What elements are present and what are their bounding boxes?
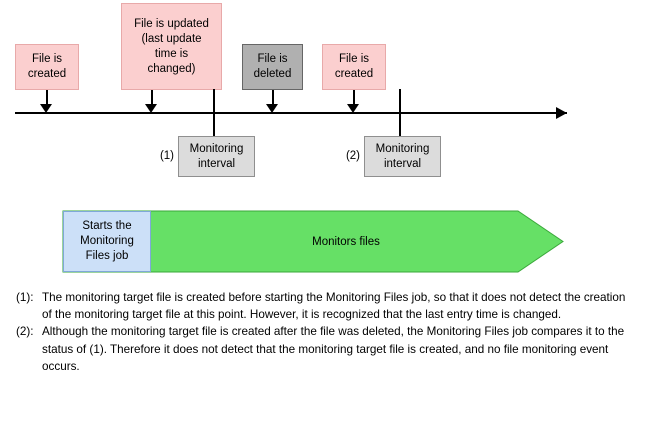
drop-arrow-head-file-deleted — [266, 104, 278, 113]
event-box-file-deleted: File is deleted — [242, 44, 303, 90]
interval-box-1: Monitoring interval — [178, 136, 255, 177]
event-box-file-created-2: File is created — [322, 44, 386, 90]
event-box-file-created-1: File is created — [15, 44, 79, 90]
footnotes: (1): The monitoring target file is creat… — [16, 289, 632, 375]
time-axis-arrowhead — [556, 107, 567, 119]
banner-start-block: Starts the Monitoring Files job — [63, 211, 151, 272]
drop-arrow-stem-file-created-1 — [46, 90, 48, 107]
interval-ref-2: (2) — [345, 150, 360, 162]
drop-arrow-stem-file-deleted — [272, 90, 274, 107]
event-box-file-updated: File is updated (last update time is cha… — [121, 3, 222, 90]
drop-arrow-stem-file-updated — [151, 90, 153, 107]
drop-arrow-stem-file-created-2 — [353, 90, 355, 107]
footnote-2-tag: (2): — [16, 325, 34, 339]
footnote-2-text: Although the monitoring target file is c… — [42, 325, 625, 373]
footnote-2: (2): Although the monitoring target file… — [16, 323, 632, 375]
interval-box-2: Monitoring interval — [364, 136, 441, 177]
interval-ref-1: (1) — [159, 150, 174, 162]
drop-arrow-head-file-created-2 — [347, 104, 359, 113]
footnote-1-tag: (1): — [16, 291, 34, 304]
footnote-1: (1): The monitoring target file is creat… — [16, 289, 632, 323]
drop-arrow-head-file-created-1 — [40, 104, 52, 113]
time-axis-line — [15, 112, 567, 114]
footnote-1-text: The monitoring target file is created be… — [42, 291, 626, 322]
drop-arrow-head-file-updated — [145, 104, 157, 113]
